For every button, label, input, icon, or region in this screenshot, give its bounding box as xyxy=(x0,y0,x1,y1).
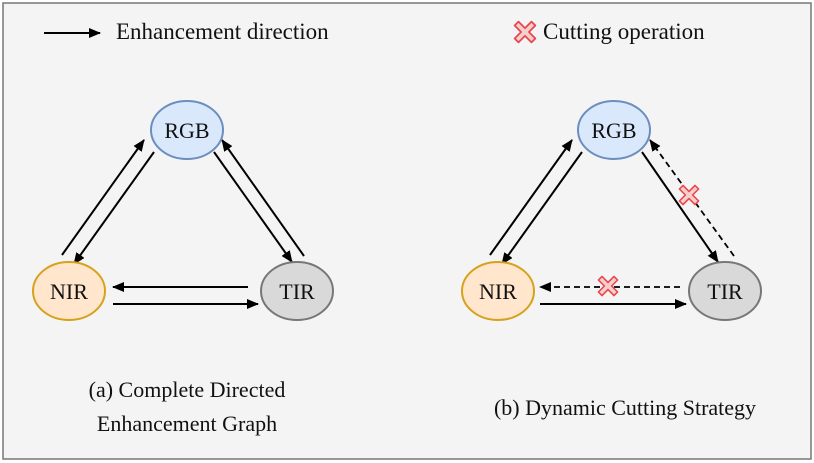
edge-b-rgb-to-tir xyxy=(641,151,719,263)
node-b-nir-label: NIR xyxy=(479,279,517,304)
node-a-rgb xyxy=(150,100,224,160)
node-a-tir xyxy=(260,261,334,321)
edge-a-tir-to-rgb xyxy=(221,139,305,257)
node-b-tir xyxy=(688,261,762,321)
node-b-rgb xyxy=(577,100,651,160)
edge-a-nir-to-rgb xyxy=(61,139,145,256)
caption-b: (b) Dynamic Cutting Strategy xyxy=(494,395,756,420)
node-b-rgb-label: RGB xyxy=(591,118,636,143)
cutting-operation-label: Cutting operation xyxy=(543,19,705,44)
node-a-nir xyxy=(32,261,106,321)
node-a-nir-label: NIR xyxy=(50,279,88,304)
edge-b-nir-to-rgb xyxy=(489,139,573,256)
edge-a-rgb-to-tir xyxy=(213,151,293,263)
edge-a-rgb-to-nir xyxy=(73,151,155,265)
caption-a-line2: Enhancement Graph xyxy=(97,411,277,436)
node-b-tir-label: TIR xyxy=(707,279,743,304)
edge-b-rgb-to-nir xyxy=(501,151,583,265)
panel-b: RGB NIR TIR (b) Dynamic Cutting Strategy xyxy=(461,100,762,420)
node-a-rgb-label: RGB xyxy=(164,118,209,143)
caption-a-line1: (a) Complete Directed xyxy=(89,377,286,402)
panel-a: RGB NIR TIR (a) Complete Directed Enhanc… xyxy=(32,100,334,436)
enhancement-direction-label: Enhancement direction xyxy=(116,19,329,44)
node-b-nir xyxy=(461,261,535,321)
legend: Enhancement direction Cutting operation xyxy=(44,19,705,44)
node-a-tir-label: TIR xyxy=(279,279,315,304)
